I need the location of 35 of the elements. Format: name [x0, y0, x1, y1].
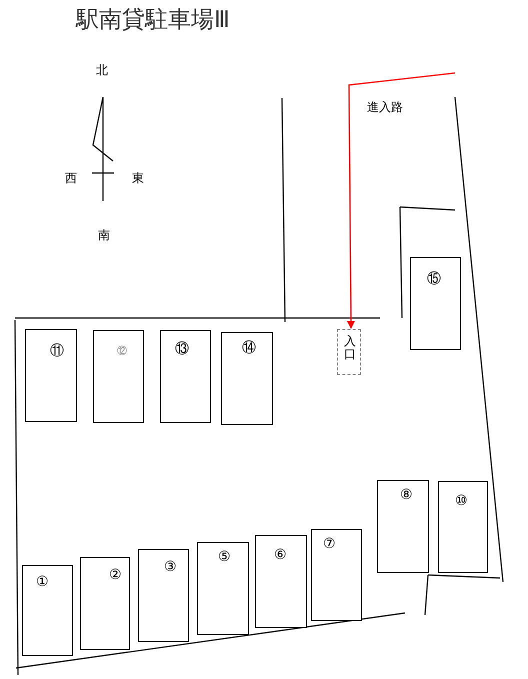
space-number: ⑮ [427, 272, 441, 286]
parking-space [255, 535, 307, 628]
space-number: ⑪ [50, 344, 64, 358]
space-number: ③ [164, 560, 177, 574]
title: 駅南貸駐車場Ⅲ [76, 6, 230, 35]
space-number: ⑦ [323, 537, 336, 551]
compass-direction: 東 [132, 172, 144, 184]
space-number: ⑧ [400, 488, 413, 502]
parking-space [25, 329, 77, 422]
parking-space [410, 257, 461, 350]
parking-space [22, 565, 73, 656]
compass-direction: 北 [96, 64, 108, 76]
parking-space [197, 542, 249, 635]
parking-space [93, 330, 144, 423]
space-number: ② [109, 568, 122, 582]
space-number: ⑭ [242, 341, 256, 355]
space-number: ⑩ [455, 494, 468, 508]
parking-space [311, 529, 362, 621]
parking-space [377, 480, 429, 573]
road-label: 進入路 [367, 101, 403, 113]
parking-space [221, 332, 273, 425]
parking-space [160, 330, 211, 423]
arrow [346, 72, 456, 329]
space-number: ⑥ [274, 548, 287, 562]
entrance-box [337, 329, 361, 375]
space-number: ⑤ [218, 550, 231, 564]
parking-space [80, 557, 130, 650]
space-number: ⑬ [175, 342, 189, 356]
compass-direction: 西 [65, 172, 77, 184]
parking-space [438, 481, 488, 573]
parking-space [138, 549, 189, 642]
space-number: ⑫ [117, 347, 127, 357]
compass-direction: 南 [98, 229, 110, 241]
space-number: ① [36, 575, 49, 589]
entrance-label: 入口 [344, 335, 356, 362]
